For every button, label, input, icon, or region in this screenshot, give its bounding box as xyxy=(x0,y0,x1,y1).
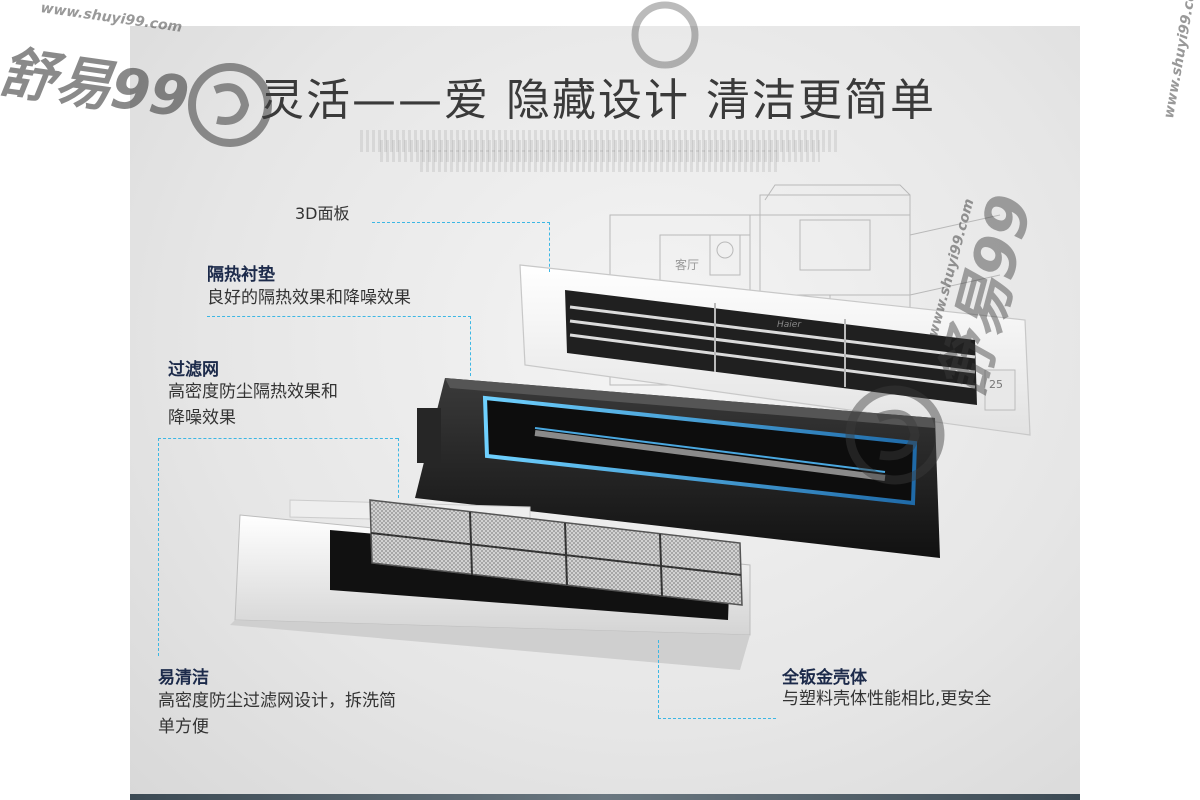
clean-title: 易清洁 xyxy=(158,668,209,688)
leader-line xyxy=(372,222,550,223)
insulation-title: 隔热衬垫 xyxy=(207,265,275,285)
shell-filter-illustration xyxy=(230,499,751,670)
filter-title: 过滤网 xyxy=(168,360,219,380)
brand-logo: Haier xyxy=(777,320,802,330)
watermark-logo-icon xyxy=(188,63,272,147)
fine-print xyxy=(360,130,840,152)
shell-desc: 与塑料壳体性能相比,更安全 xyxy=(782,689,992,709)
leader-line xyxy=(158,438,159,656)
insulation-desc: 良好的隔热效果和降噪效果 xyxy=(207,288,411,308)
watermark-logo-icon xyxy=(845,385,945,485)
filter-desc-line2: 降噪效果 xyxy=(168,408,236,428)
leader-line xyxy=(549,222,550,272)
insulation-body-illustration xyxy=(415,378,940,558)
panel-3d-illustration: 25 Haier xyxy=(519,264,1031,436)
bottom-bar xyxy=(130,794,1080,800)
panel-3d-label: 3D面板 xyxy=(295,204,350,223)
shell-title: 全钣金壳体 xyxy=(782,668,867,688)
fine-print xyxy=(380,140,820,162)
unit-display-reading: 25 xyxy=(989,378,1003,391)
clean-desc-line1: 高密度防尘过滤网设计，拆洗简 xyxy=(158,691,396,711)
leader-line xyxy=(207,316,471,317)
leader-line xyxy=(398,438,399,498)
fine-print xyxy=(420,150,780,172)
clean-desc-line2: 单方便 xyxy=(158,717,209,737)
leader-line xyxy=(658,718,776,719)
watermark-url: www.shuyi99.com xyxy=(39,0,184,36)
leader-line xyxy=(158,438,398,439)
page-title: 灵活——爱 隐藏设计 清洁更简单 xyxy=(260,75,936,126)
leader-line xyxy=(470,316,471,376)
watermark-logo-icon xyxy=(631,1,699,69)
filter-desc-line1: 高密度防尘隔热效果和 xyxy=(168,382,338,402)
watermark-url: www.shuyi99.com xyxy=(1161,0,1200,120)
leader-line xyxy=(658,640,659,718)
blueprint-room-label: 客厅 xyxy=(675,257,699,272)
